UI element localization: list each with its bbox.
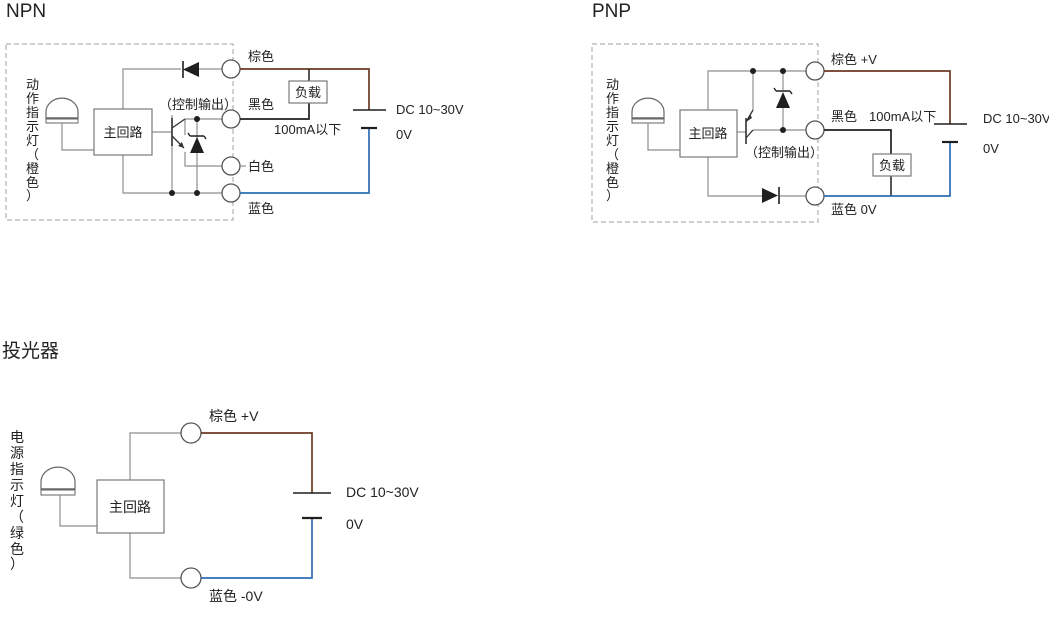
npn-control-output-label: （控制输出） bbox=[159, 97, 237, 112]
emitter-indicator-label-3: 指 bbox=[10, 461, 24, 477]
npn-indicator-label-9: ） bbox=[26, 188, 39, 203]
npn-indicator-label-8: 色 bbox=[26, 175, 39, 190]
npn-title: NPN bbox=[6, 1, 46, 22]
pnp-indicator-label-3: 指 bbox=[606, 105, 619, 120]
emitter-battery-symbol bbox=[293, 492, 331, 520]
npn-diagram: NPN 动 作 指 示 灯 （ 橙 色 ） 主回路 bbox=[5, 1, 464, 221]
pnp-blue-label: 蓝色 0V bbox=[831, 202, 877, 217]
pnp-load-box bbox=[872, 153, 912, 177]
npn-junction-dot bbox=[194, 190, 200, 196]
npn-indicator-label-4: 示 bbox=[26, 119, 39, 134]
emitter-zero-label: 0V bbox=[346, 516, 364, 532]
npn-junction-dot bbox=[194, 116, 200, 122]
emitter-brown-wire bbox=[201, 432, 313, 493]
pnp-junction-dot bbox=[750, 68, 756, 74]
emitter-indicator-label-1: 电 bbox=[10, 429, 24, 445]
pnp-zero-label: 0V bbox=[983, 141, 999, 156]
npn-zener-diode-symbol bbox=[187, 132, 207, 153]
pnp-terminal-black bbox=[805, 120, 825, 140]
emitter-indicator-label-8: 色 bbox=[10, 541, 24, 557]
emitter-indicator-label-2: 源 bbox=[10, 445, 24, 461]
pnp-indicator-label-5: 灯 bbox=[606, 133, 619, 148]
pnp-indicator-lamp-icon bbox=[631, 97, 665, 124]
emitter-indicator-label-7: 绿 bbox=[10, 525, 24, 541]
pnp-title: PNP bbox=[592, 1, 631, 22]
npn-terminal-white bbox=[221, 156, 241, 176]
npn-indicator-label-6: （ bbox=[26, 147, 39, 162]
npn-indicator-label-5: 灯 bbox=[26, 133, 39, 148]
pnp-indicator-label-2: 作 bbox=[606, 91, 619, 106]
npn-supply-label: DC 10~30V bbox=[396, 102, 464, 117]
npn-black-wire bbox=[240, 101, 310, 120]
pnp-battery-symbol bbox=[934, 123, 967, 144]
emitter-supply-label: DC 10~30V bbox=[346, 484, 419, 500]
emitter-indicator-lamp-icon bbox=[40, 466, 76, 496]
pnp-blue-wire bbox=[824, 142, 951, 197]
pnp-terminal-brown bbox=[805, 61, 825, 81]
pnp-junction-dot bbox=[780, 68, 786, 74]
pnp-load-label: 负载 bbox=[879, 158, 905, 173]
npn-sensor-boundary bbox=[5, 43, 234, 221]
npn-load-label: 负载 bbox=[295, 85, 321, 100]
pnp-diode-symbol bbox=[762, 187, 780, 204]
pnp-terminal-blue bbox=[805, 186, 825, 206]
npn-black-label: 黑色 bbox=[248, 97, 274, 112]
npn-terminal-black bbox=[221, 109, 241, 129]
pnp-indicator-label-4: 示 bbox=[606, 119, 619, 134]
pnp-black-wire bbox=[824, 129, 892, 154]
npn-indicator-label-2: 作 bbox=[26, 91, 39, 106]
npn-indicator-label-1: 动 bbox=[26, 77, 39, 92]
emitter-blue-label: 蓝色 -0V bbox=[209, 588, 263, 604]
pnp-transistor-symbol bbox=[745, 109, 754, 144]
pnp-supply-label: DC 10~30V bbox=[983, 111, 1049, 126]
npn-zero-label: 0V bbox=[396, 127, 412, 142]
npn-current-label: 100mA以下 bbox=[274, 122, 341, 137]
pnp-indicator-label-9: ） bbox=[606, 188, 619, 203]
emitter-main-circuit-label: 主回路 bbox=[109, 499, 151, 515]
pnp-main-circuit-box bbox=[679, 109, 738, 158]
npn-white-label: 白色 bbox=[248, 159, 274, 174]
emitter-indicator-label-4: 示 bbox=[10, 477, 24, 493]
pnp-current-label: 100mA以下 bbox=[869, 109, 936, 124]
pnp-zener-diode-symbol bbox=[773, 87, 793, 108]
npn-blue-wire bbox=[240, 128, 370, 194]
npn-indicator-label-3: 指 bbox=[26, 105, 39, 120]
pnp-junction-dot bbox=[780, 127, 786, 133]
emitter-indicator-label-5: 灯 bbox=[10, 493, 24, 509]
npn-terminal-blue bbox=[221, 183, 241, 203]
npn-main-circuit-label: 主回路 bbox=[103, 125, 142, 140]
npn-brown-label: 棕色 bbox=[248, 49, 274, 64]
npn-junction-dot bbox=[169, 190, 175, 196]
pnp-indicator-label-8: 色 bbox=[606, 175, 619, 190]
emitter-indicator-label-6: （ bbox=[10, 509, 24, 525]
npn-battery-symbol bbox=[353, 109, 386, 130]
pnp-indicator-label-1: 动 bbox=[606, 77, 619, 92]
emitter-indicator-label-9: ） bbox=[10, 556, 24, 572]
npn-blue-label: 蓝色 bbox=[248, 201, 274, 216]
pnp-control-output-label: （控制输出） bbox=[745, 145, 823, 160]
emitter-brown-label: 棕色 +V bbox=[209, 408, 259, 424]
pnp-brown-wire bbox=[824, 70, 951, 124]
npn-load-box bbox=[288, 80, 328, 104]
emitter-main-circuit-box bbox=[96, 479, 165, 534]
pnp-diagram: PNP 动 作 指 示 灯 （ 橙 色 ） 主回路 bbox=[591, 1, 1049, 223]
emitter-diagram: 投光器 电 源 指 示 灯 （ 绿 色 ） 主回路 棕色 +V 蓝色 -0V D… bbox=[2, 340, 419, 604]
emitter-terminal-blue bbox=[180, 567, 202, 589]
pnp-indicator-label-6: （ bbox=[606, 147, 619, 162]
pnp-indicator-label-7: 橙 bbox=[606, 161, 619, 176]
pnp-main-circuit-label: 主回路 bbox=[688, 126, 727, 141]
emitter-blue-wire bbox=[201, 518, 313, 579]
npn-main-circuit-box bbox=[93, 108, 153, 156]
emitter-title: 投光器 bbox=[2, 340, 59, 362]
npn-terminal-brown bbox=[221, 59, 241, 79]
npn-indicator-label-7: 橙 bbox=[26, 161, 39, 176]
pnp-brown-label: 棕色 +V bbox=[831, 52, 877, 67]
pnp-black-label: 黑色 bbox=[831, 109, 857, 124]
npn-indicator-lamp-icon bbox=[45, 97, 79, 124]
emitter-terminal-brown bbox=[180, 422, 202, 444]
npn-brown-wire bbox=[240, 68, 370, 110]
npn-transistor-symbol bbox=[171, 118, 186, 149]
